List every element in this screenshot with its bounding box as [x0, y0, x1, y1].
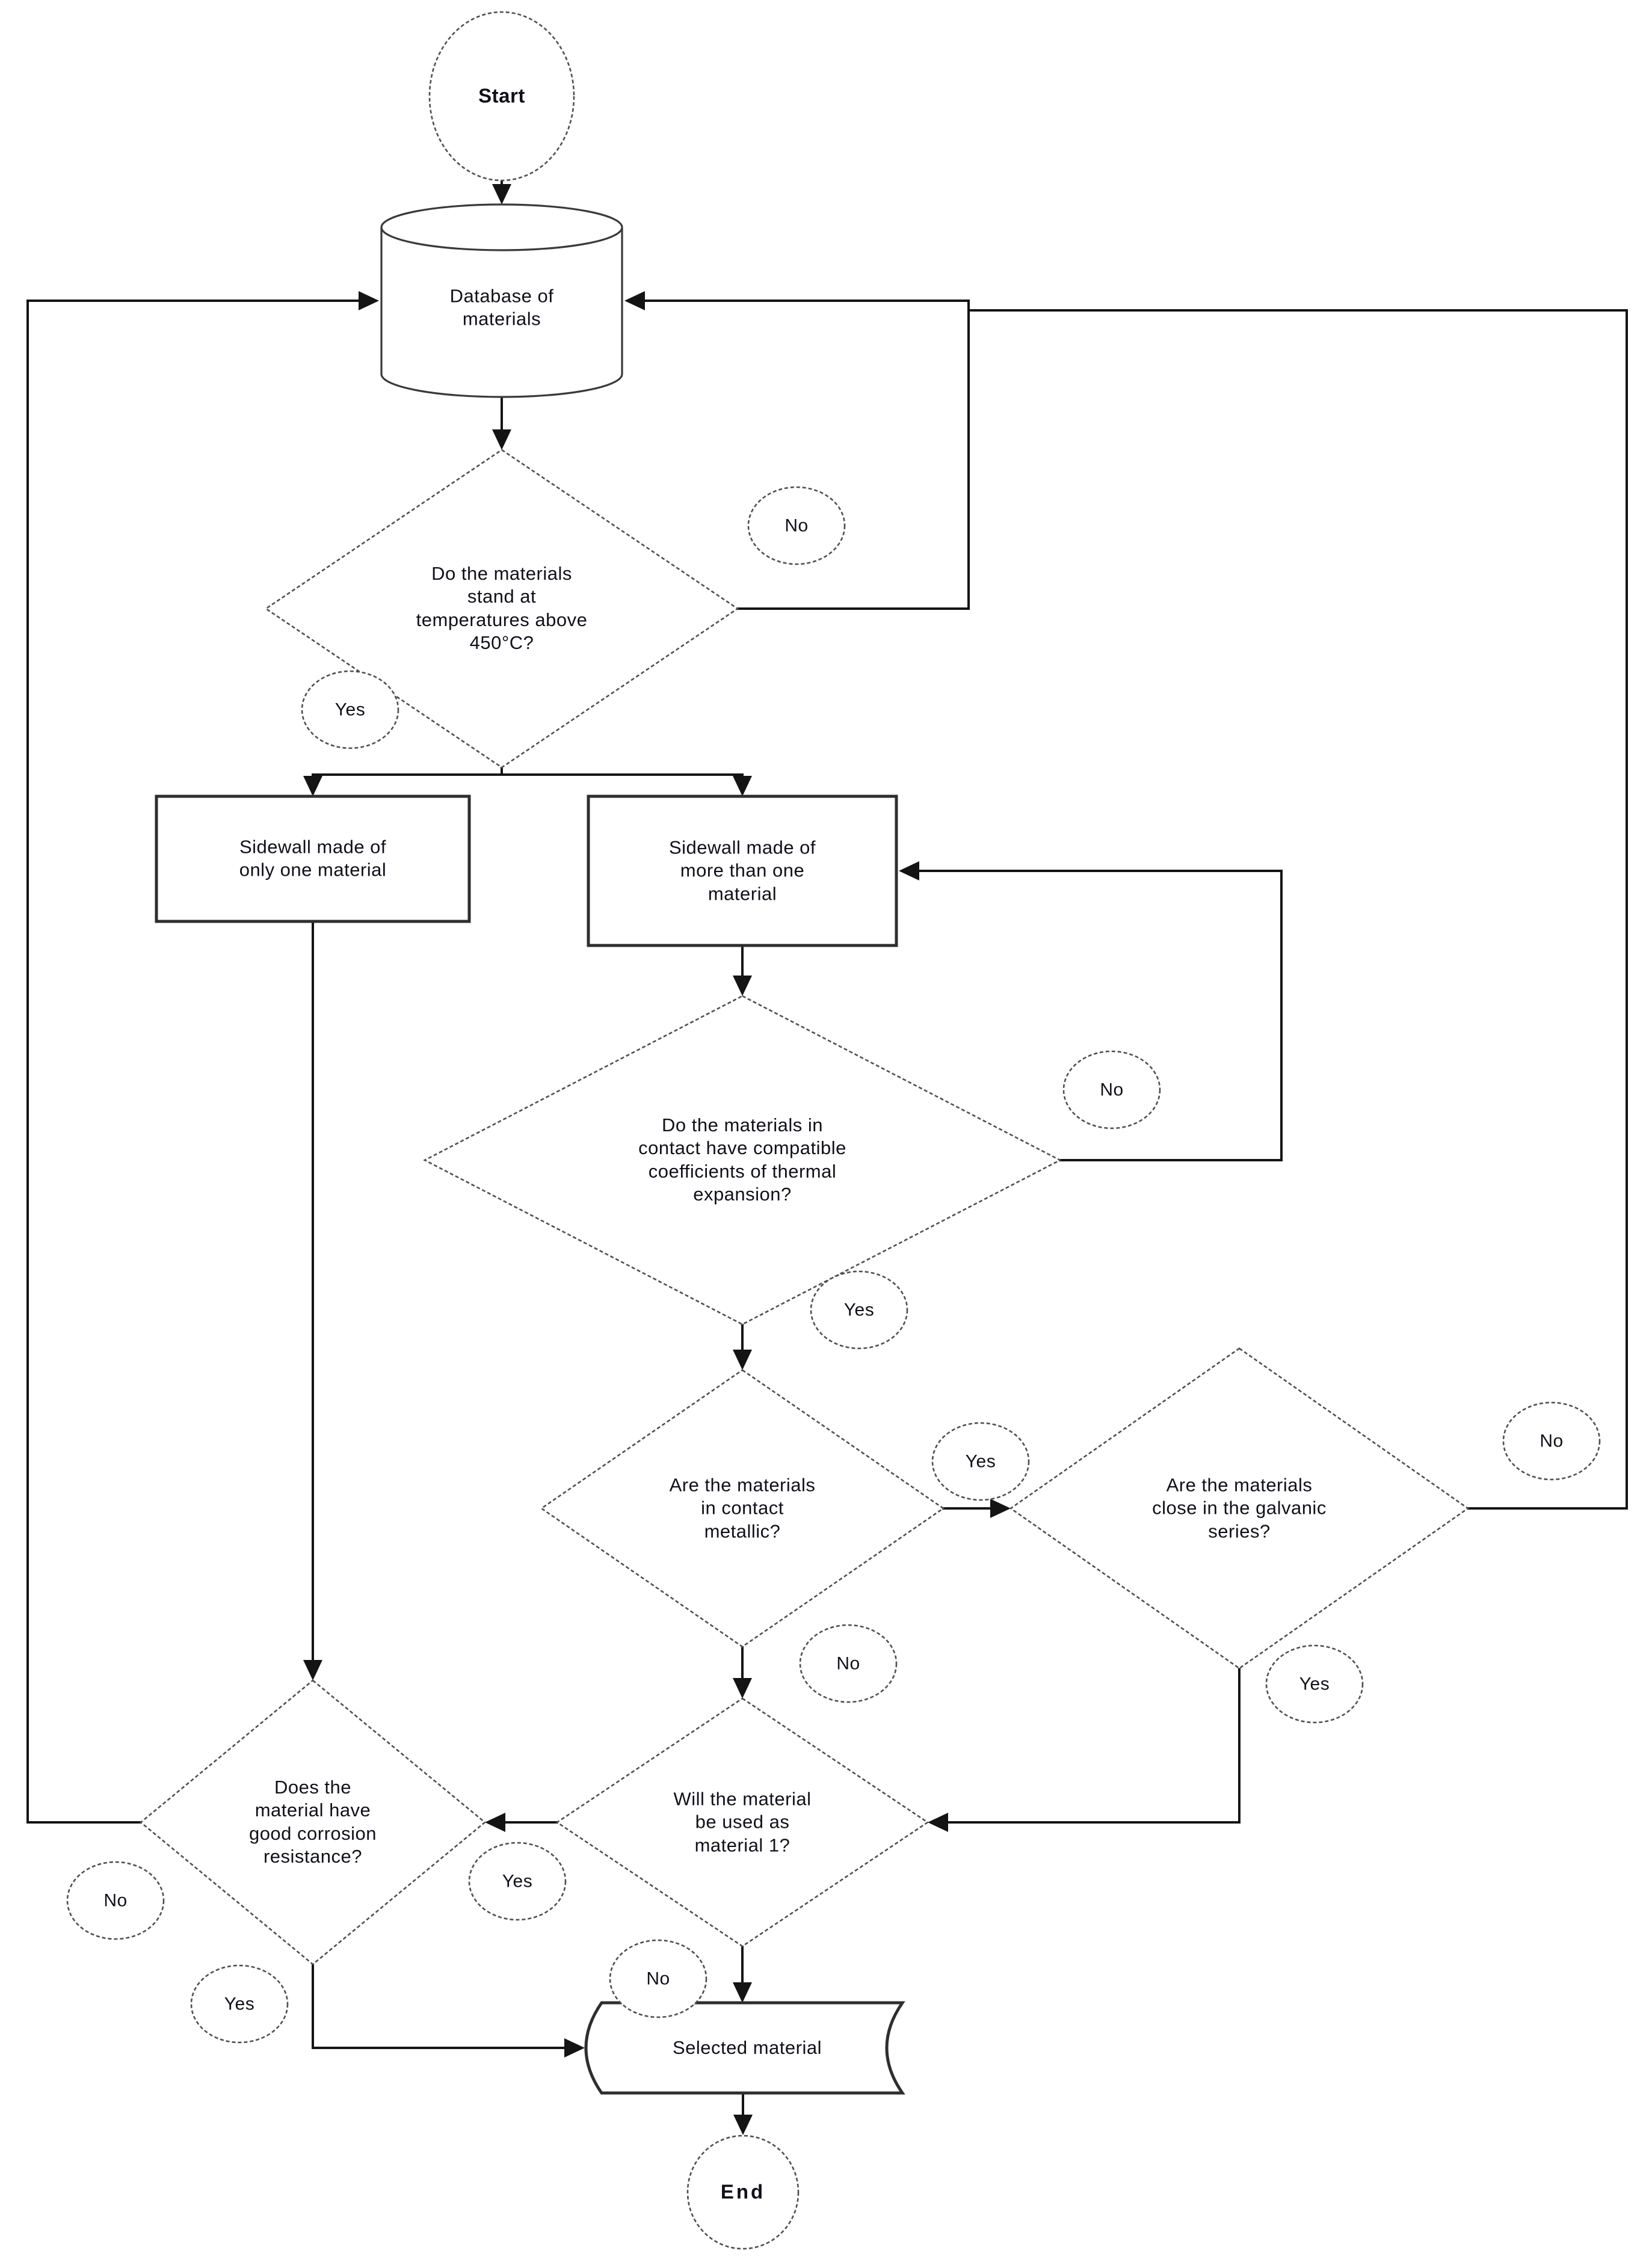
selected-material-shape — [584, 2001, 905, 2095]
edge-label-cte-no: No — [1100, 1080, 1124, 1100]
edge-label-material1-no: No — [646, 1968, 670, 1989]
edge-label-cte-yes: Yes — [843, 1300, 875, 1320]
galvanic-decision-shape — [1009, 1347, 1470, 1670]
edge-label-material1-yes: Yes — [502, 1871, 533, 1892]
decision-label-metallic: Are the materials in contact metallic? — [669, 1474, 816, 1542]
decision-label-cte: Do the materials in contact have compati… — [638, 1114, 846, 1205]
node-label-end: End — [720, 2180, 766, 2203]
database-cylinder-shape — [380, 203, 623, 398]
decision-label-galvanic: Are the materials close in the galvanic … — [1152, 1474, 1327, 1542]
flow-connectors — [26, 179, 1628, 2118]
material1-decision-shape — [555, 1697, 929, 1947]
sidewall-multi-shape — [587, 794, 898, 947]
arrowheads — [303, 184, 1011, 2135]
decision-label-temp: Do the materials stand at temperatures a… — [416, 563, 588, 654]
process-label-sidewall-multi: Sidewall made of more than one material — [668, 837, 816, 905]
sidewall-one-shape — [155, 794, 471, 923]
node-label-start: Start — [478, 84, 525, 107]
node-label-selected-material: Selected material — [672, 2036, 822, 2058]
start-shape — [428, 11, 575, 182]
corrosion-decision-shape — [139, 1679, 487, 1965]
edge-label-temp-yes: Yes — [334, 699, 366, 720]
end-shape — [686, 2134, 800, 2250]
node-label-database: Database of materials — [449, 285, 554, 330]
metallic-decision-shape — [540, 1369, 945, 1648]
edge-label-galvanic-yes: Yes — [1299, 1674, 1330, 1694]
edge-label-corrosion-no: No — [103, 1890, 128, 1911]
edge-label-galvanic-no: No — [1540, 1431, 1564, 1451]
cte-decision-shape — [423, 995, 1062, 1326]
edge-label-corrosion-yes: Yes — [224, 1994, 255, 2014]
edge-label-metallic-no: No — [836, 1653, 860, 1674]
edge-label-metallic-yes: Yes — [965, 1451, 996, 1472]
process-label-sidewall-one: Sidewall made of only one material — [239, 836, 387, 880]
edge-label-temp-no: No — [784, 515, 809, 536]
decision-label-material1: Will the material be used as material 1? — [673, 1788, 812, 1856]
edge-label-bubbles — [66, 486, 1601, 2044]
decision-label-corrosion: Does the material have good corrosion re… — [248, 1777, 377, 1867]
